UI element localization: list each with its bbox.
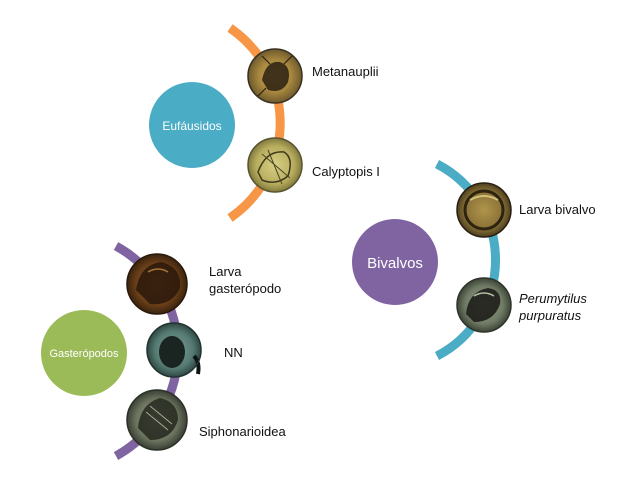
nn-label: NN [224,345,243,360]
bivalves-arc [434,160,501,360]
siphonarioidea-larva-photo [126,389,188,451]
perumytilus-larva-photo [456,277,512,333]
euphausiids-label: Eufáusidos [162,119,221,133]
bivalve-larva-photo [456,182,512,238]
gastropods-label: Gasterópodos [49,348,119,360]
calyptopis-larva-photo [247,137,303,193]
euphausiids-group: Eufáusidos Metanauplii Calyptopis I [149,24,380,222]
bivalves-category-circle [352,219,438,305]
calyptopis-label: Calyptopis I [312,164,380,179]
gastropod-larva-label-line1: Larva [209,264,242,279]
perumytilus-label-line1: Perumytilus [519,291,587,306]
bivalves-label: Bivalvos [367,255,423,272]
bivalve-larva-label: Larva bivalvo [519,202,596,217]
perumytilus-label-line2: purpuratus [518,308,582,323]
nn-larva-photo [146,322,202,378]
gastropods-group: Gasterópodos Larva gasterópodo NN Siphon… [41,242,287,460]
metanauplii-larva-photo [247,48,303,104]
gastropod-larva-photo [126,253,188,315]
gastropod-larva-label-line2: gasterópodo [209,281,281,296]
siphonarioidea-label: Siphonarioidea [199,424,287,439]
euphausiids-category-circle [149,82,235,168]
bivalves-group: Bivalvos Larva bivalvo Perumytilus purpu… [352,160,596,360]
metanauplii-label: Metanauplii [312,64,379,79]
gastropods-category-circle [41,310,127,396]
euphausiids-arc [227,24,285,222]
